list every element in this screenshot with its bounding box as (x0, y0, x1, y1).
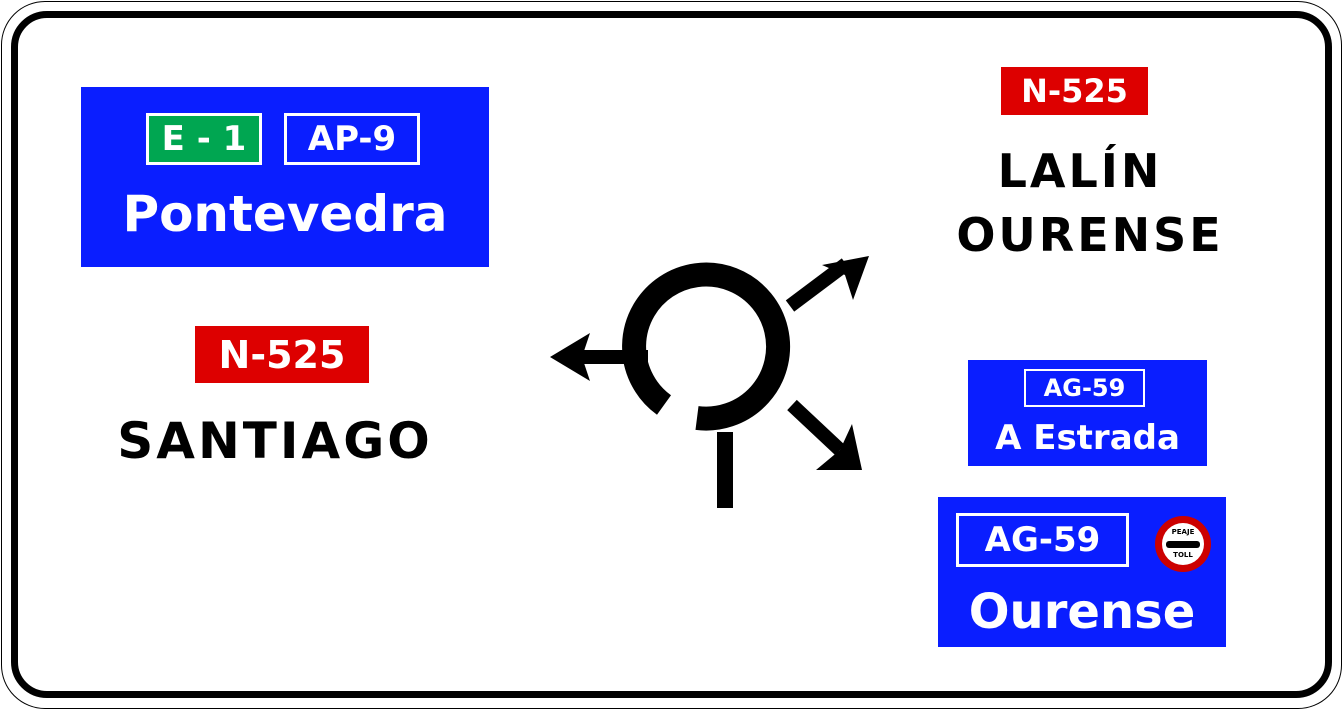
toll-icon: PEAJE TOLL (1155, 516, 1211, 572)
ap9-shield: AP-9 (284, 113, 420, 165)
west-exit-arrow-icon (550, 333, 590, 381)
n525-ne-shield: N-525 (1001, 67, 1148, 115)
southeast-exit-arrow-icon (816, 424, 862, 470)
ag59-upper-label: AG-59 (1043, 374, 1126, 402)
ap9-label: AP-9 (307, 119, 397, 159)
n525-west-label: N-525 (218, 332, 346, 377)
n525-ne-label: N-525 (1021, 72, 1128, 110)
e1-shield: E - 1 (146, 113, 262, 165)
roundabout-icon (550, 256, 869, 508)
roundabout-ring (622, 262, 791, 431)
entry-stem (717, 432, 733, 508)
lalin-label: LALÍN (997, 144, 1163, 198)
ourense-se-label: Ourense (968, 584, 1196, 640)
ag59-lower-label: AG-59 (984, 520, 1101, 560)
northeast-exit-arrow-icon (822, 256, 869, 300)
santiago-label: SANTIAGO (117, 412, 433, 470)
pontevedra-label: Pontevedra (122, 185, 448, 243)
southeast-exit-road (787, 399, 845, 456)
toll-bar-icon (1166, 541, 1200, 548)
a-estrada-label: A Estrada (995, 418, 1180, 458)
toll-icon-face: PEAJE TOLL (1162, 523, 1204, 565)
toll-toll-text: TOLL (1173, 551, 1193, 559)
n525-west-shield: N-525 (195, 326, 369, 383)
ourense-ne-label: OURENSE (956, 208, 1224, 262)
e1-label: E - 1 (161, 119, 247, 159)
ag59-upper-shield: AG-59 (1024, 369, 1145, 407)
toll-peaje-text: PEAJE (1171, 528, 1195, 536)
a-estrada-panel (968, 360, 1207, 466)
ag59-lower-shield: AG-59 (956, 513, 1129, 567)
